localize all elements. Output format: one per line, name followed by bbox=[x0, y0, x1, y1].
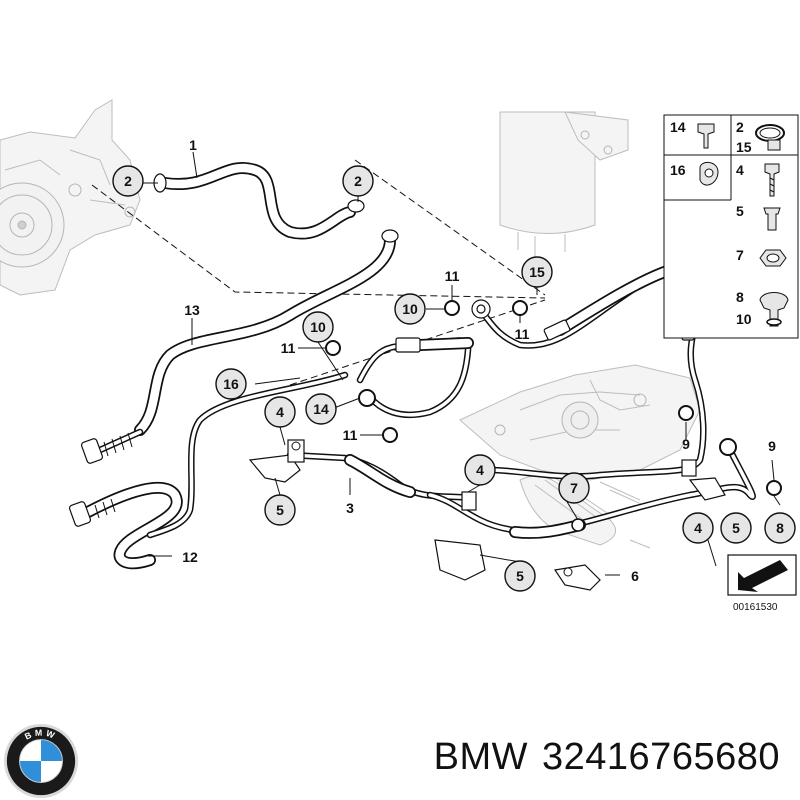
callout-4: 4 bbox=[682, 512, 714, 544]
callout-4: 4 bbox=[264, 396, 296, 428]
orientation-arrow-box bbox=[727, 554, 797, 596]
callout-14: 14 bbox=[305, 393, 337, 425]
arrow-icon bbox=[738, 560, 788, 592]
seal-10-icon bbox=[766, 318, 782, 326]
hose-13 bbox=[80, 229, 399, 464]
svg-text:4: 4 bbox=[694, 520, 702, 536]
seal-rings bbox=[325, 300, 782, 532]
label-9: 9 bbox=[682, 436, 690, 452]
svg-text:7: 7 bbox=[570, 480, 578, 496]
callout-4: 4 bbox=[464, 454, 496, 486]
callout-5: 5 bbox=[264, 494, 296, 526]
svg-text:5: 5 bbox=[276, 502, 284, 518]
label-11: 11 bbox=[281, 340, 296, 356]
callout-5: 5 bbox=[504, 560, 536, 592]
bracket-6 bbox=[553, 564, 601, 591]
pressure-hose-3 bbox=[286, 451, 474, 502]
label-11: 11 bbox=[343, 427, 358, 443]
label-12: 12 bbox=[182, 549, 198, 565]
label-13: 13 bbox=[184, 302, 200, 318]
label-9: 9 bbox=[768, 438, 776, 454]
label-3: 3 bbox=[346, 500, 354, 516]
bolt-4-icon bbox=[764, 163, 780, 197]
bracket-right bbox=[681, 459, 726, 501]
label-6: 6 bbox=[631, 568, 639, 584]
svg-text:2: 2 bbox=[354, 173, 362, 189]
steering-gear-ghost bbox=[459, 364, 701, 549]
legend-14: 14 bbox=[670, 119, 686, 135]
callout-8: 8 bbox=[764, 512, 796, 544]
hose-1 bbox=[153, 162, 365, 240]
legend-10: 10 bbox=[736, 311, 752, 327]
legend-2: 2 bbox=[736, 119, 744, 135]
bracket-center bbox=[434, 491, 486, 581]
svg-text:2: 2 bbox=[124, 173, 132, 189]
svg-text:5: 5 bbox=[732, 520, 740, 536]
label-1: 1 bbox=[189, 137, 197, 153]
callout-10: 10 bbox=[394, 293, 426, 325]
legend-16: 16 bbox=[670, 162, 686, 178]
callout-7: 7 bbox=[558, 472, 590, 504]
bolt-14-icon bbox=[697, 123, 715, 149]
callouts: 2 2 15 10 10 16 14 4 5 4 7 5 4 5 8 1 13 … bbox=[112, 137, 796, 592]
part-number: 32416765680 bbox=[542, 736, 780, 778]
callout-2: 2 bbox=[112, 165, 144, 197]
svg-text:8: 8 bbox=[776, 520, 784, 536]
svg-text:10: 10 bbox=[402, 301, 418, 317]
fluid-reservoir-ghost bbox=[499, 111, 629, 258]
parts-legend: 14 2 15 16 4 5 7 8 10 bbox=[663, 114, 799, 339]
svg-text:16: 16 bbox=[223, 376, 239, 392]
svg-text:5: 5 bbox=[516, 568, 524, 584]
brand-name: BMW bbox=[433, 736, 529, 778]
assembly-dash-lines bbox=[91, 159, 546, 386]
legend-5: 5 bbox=[736, 203, 744, 219]
svg-text:4: 4 bbox=[476, 462, 484, 478]
part-caption: BMW 32416765680 bbox=[434, 736, 780, 779]
legend-8: 8 bbox=[736, 289, 744, 305]
callout-2: 2 bbox=[342, 165, 374, 197]
svg-text:14: 14 bbox=[313, 401, 329, 417]
svg-text:4: 4 bbox=[276, 404, 284, 420]
label-11: 11 bbox=[515, 326, 530, 342]
legend-4: 4 bbox=[736, 162, 744, 178]
callout-16: 16 bbox=[215, 368, 247, 400]
legend-15: 15 bbox=[736, 139, 752, 155]
callout-5: 5 bbox=[720, 512, 752, 544]
svg-text:10: 10 bbox=[310, 319, 326, 335]
logo-text: BMW bbox=[23, 727, 56, 741]
sleeve-5-icon bbox=[763, 207, 781, 231]
power-steering-pump-ghost bbox=[0, 99, 141, 296]
clamp-15-icon bbox=[767, 139, 781, 151]
hose-12 bbox=[68, 481, 183, 570]
svg-text:15: 15 bbox=[529, 264, 545, 280]
diagram-id: 00161530 bbox=[733, 602, 778, 613]
return-pipe-16 bbox=[146, 371, 349, 539]
label-11: 11 bbox=[445, 268, 460, 284]
upper-pipe bbox=[356, 337, 474, 419]
bmw-logo-icon: BMW bbox=[3, 723, 79, 799]
callout-15: 15 bbox=[521, 256, 553, 288]
bracket-left bbox=[248, 439, 305, 483]
legend-7: 7 bbox=[736, 247, 744, 263]
svg-text:BMW: BMW bbox=[23, 727, 59, 741]
callout-10: 10 bbox=[302, 311, 334, 343]
